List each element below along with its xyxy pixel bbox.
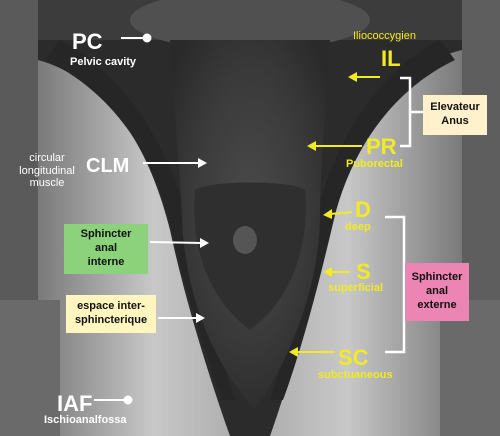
pr-full-label: Puborectal (346, 158, 403, 170)
elevateur-bracket (400, 76, 412, 148)
sphincter-interne-arrow-head (200, 238, 209, 248)
sc-label: SC (338, 345, 369, 370)
d-label: D (355, 197, 371, 222)
sphincter-interne-box: Sphincter anal interne (64, 224, 148, 274)
pc-full-label: Pelvic cavity (70, 56, 137, 68)
espace-arrow-head (196, 313, 205, 323)
sphincter-externe-box: Sphincter anal externe (405, 263, 469, 321)
pc-label: PC (72, 29, 103, 54)
s-label: S (356, 259, 371, 284)
sc-arrow-head (289, 347, 298, 357)
sc-full-label: subctuaneous (318, 369, 393, 381)
pr-arrow-head (307, 141, 316, 151)
sphincter-interne-arrow-line (149, 241, 203, 244)
espace-intersphincterique-box: espace inter- sphincterique (66, 295, 156, 333)
clm-arrow-head (198, 158, 207, 168)
s-full-label: superficial (328, 282, 384, 294)
pc-pointer-dot (142, 33, 152, 43)
d-arrow-line (329, 211, 353, 215)
clm-label: CLM (86, 155, 130, 177)
iaf-pointer-dot (123, 395, 133, 405)
iaf-full-label: Ischioanalfossa (44, 414, 127, 426)
sphincter-externe-bracket (385, 215, 406, 354)
il-arrow-head (348, 72, 357, 82)
iaf-label: IAF (57, 391, 93, 416)
il-label: IL (381, 46, 401, 71)
il-full-label: Iliococcygien (353, 30, 416, 42)
d-full-label: deep (345, 221, 371, 233)
pr-label: PR (366, 134, 397, 159)
clm-description: circular longitudinal muscle (19, 152, 75, 190)
s-arrow-head (323, 267, 332, 277)
d-arrow-head (323, 209, 332, 219)
elevateur-anus-box: Elevateur Anus (423, 95, 487, 135)
